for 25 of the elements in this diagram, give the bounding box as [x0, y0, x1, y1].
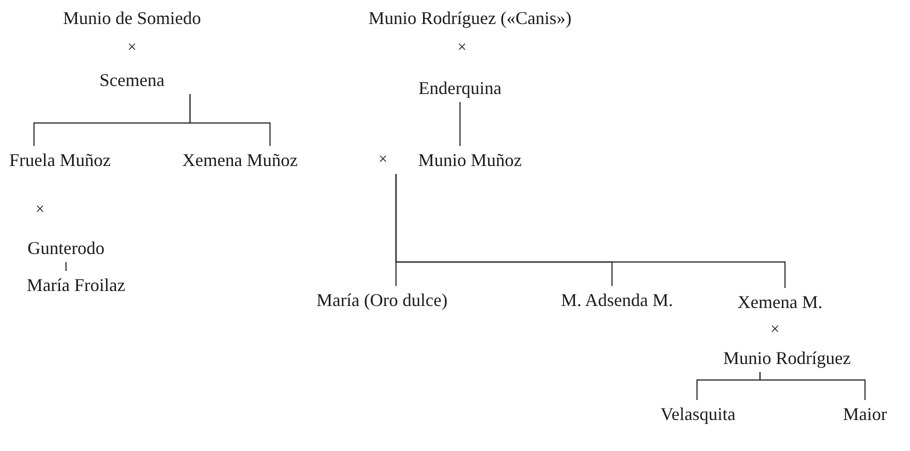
person-name: María Froilaz [26, 274, 126, 296]
marriage-sign: × [127, 39, 137, 57]
person-name: María (Oro dulce) [316, 289, 448, 311]
person-name: Xemena Muñoz [182, 149, 298, 171]
person-name: Enderquina [418, 77, 502, 99]
person-name: Scemena [100, 69, 164, 91]
family-line [395, 174, 786, 288]
person-name: Gunterodo [28, 237, 104, 259]
person-name: Xemena M. [738, 291, 822, 313]
marriage-sign: × [770, 321, 780, 339]
person-name: Munio de Somiedo [63, 7, 201, 29]
person-name: Munio Muñoz [418, 149, 522, 171]
marriage-sign: × [457, 39, 467, 57]
family-line [65, 262, 67, 271]
person-name: Munio Rodríguez [723, 347, 851, 369]
person-name: M. Adsenda M. [561, 289, 673, 311]
family-line [189, 94, 271, 146]
person-name: Maior [843, 403, 887, 425]
person-name: Fruela Muñoz [9, 149, 111, 171]
family-line [759, 372, 866, 400]
person-name: Munio Rodríguez («Canis») [368, 7, 572, 29]
marriage-sign: × [35, 201, 45, 219]
person-name: Velasquita [660, 403, 736, 425]
marriage-sign: × [378, 151, 388, 169]
family-line [459, 102, 461, 146]
